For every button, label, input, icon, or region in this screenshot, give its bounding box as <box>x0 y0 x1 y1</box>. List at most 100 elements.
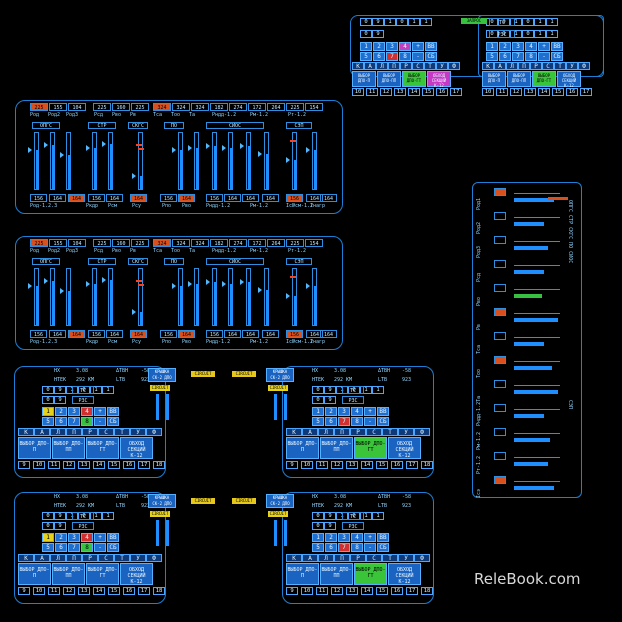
bottom-number[interactable]: 13 <box>78 461 90 469</box>
letter-key[interactable]: А <box>34 554 50 562</box>
letter-key[interactable]: С <box>98 428 114 436</box>
bottom-number[interactable]: 10 <box>33 461 45 469</box>
mode-button[interactable]: ВЫБОР ДПО-ГТ <box>86 563 119 585</box>
keypad-key[interactable]: + <box>94 407 106 416</box>
letter-key[interactable]: У <box>130 428 146 436</box>
keypad-key[interactable]: 8 <box>525 52 537 61</box>
keypad-key[interactable]: 4 <box>351 533 363 542</box>
letter-key[interactable]: Р <box>82 554 98 562</box>
bottom-number[interactable]: 18 <box>153 587 165 595</box>
keypad-key[interactable]: 6 <box>325 543 337 552</box>
bottom-number[interactable]: 16 <box>391 461 403 469</box>
keypad-key[interactable]: 1 <box>42 533 54 542</box>
keypad-key[interactable]: ВВ <box>377 533 389 542</box>
bottom-number[interactable]: 15 <box>108 587 120 595</box>
letter-key[interactable]: К <box>482 62 494 70</box>
mode-button[interactable]: ВЫБОР ДПО-ГТ <box>86 437 119 459</box>
bottom-number[interactable]: 15 <box>376 461 388 469</box>
keypad-key[interactable]: 3 <box>68 407 80 416</box>
keypad-key[interactable]: 2 <box>325 407 337 416</box>
letter-key[interactable]: Р <box>350 428 366 436</box>
keypad-key[interactable]: 6 <box>55 417 67 426</box>
keypad-key[interactable]: 5 <box>312 417 324 426</box>
bottom-number[interactable]: 9 <box>286 461 298 469</box>
keypad-key[interactable]: 1 <box>312 407 324 416</box>
keypad-key[interactable]: 6 <box>325 417 337 426</box>
keypad-key[interactable]: ВВ <box>107 533 119 542</box>
bottom-number[interactable]: 12 <box>510 88 522 96</box>
mode-button[interactable]: ВЫБОР ДПО-ГТ <box>354 437 387 459</box>
keypad-key[interactable]: + <box>538 42 550 51</box>
bottom-number[interactable]: 16 <box>436 88 448 96</box>
mode-button[interactable]: ОБХОД СЕКЦИЙ К-12 <box>427 71 451 88</box>
keypad-key[interactable]: 8 <box>351 543 363 552</box>
keypad-key[interactable]: 6 <box>499 52 511 61</box>
mode-button[interactable]: ВЫБОР ДПО-П <box>286 437 319 459</box>
keypad-key[interactable]: ВВ <box>425 42 437 51</box>
keypad-key[interactable]: 4 <box>525 42 537 51</box>
bottom-number[interactable]: 11 <box>316 461 328 469</box>
mode-button[interactable]: ВЫБОР ДПО-ПП <box>320 437 353 459</box>
keypad-key[interactable]: 5 <box>42 543 54 552</box>
bottom-number[interactable]: 10 <box>352 88 364 96</box>
keypad-key[interactable]: 2 <box>325 533 337 542</box>
bottom-number[interactable]: 9 <box>18 587 30 595</box>
mode-button[interactable]: ВЫБОР ДПО-ПП <box>320 563 353 585</box>
letter-key[interactable]: Р <box>82 428 98 436</box>
keypad-key[interactable]: 1 <box>42 407 54 416</box>
letter-key[interactable]: П <box>334 428 350 436</box>
mode-button[interactable]: ВЫБОР ДПО-ПП <box>52 563 85 585</box>
letter-key[interactable]: Р <box>400 62 412 70</box>
letter-key[interactable]: У <box>398 428 414 436</box>
keypad-key[interactable]: 4 <box>81 533 93 542</box>
keypad-key[interactable]: - <box>94 543 106 552</box>
letter-key[interactable]: С <box>366 428 382 436</box>
keypad-key[interactable]: 7 <box>386 52 398 61</box>
bottom-number[interactable]: 16 <box>123 461 135 469</box>
keypad-key[interactable]: 5 <box>360 52 372 61</box>
keypad-key[interactable]: + <box>94 533 106 542</box>
bottom-number[interactable]: 13 <box>346 587 358 595</box>
bottom-number[interactable]: 16 <box>123 587 135 595</box>
mode-button[interactable]: ВЫБОР ДПО-ГТ <box>532 71 556 87</box>
mode-button[interactable]: ОБХОД СЕКЦИЙ К-12 <box>120 437 153 459</box>
bottom-number[interactable]: 14 <box>361 587 373 595</box>
letter-key[interactable]: Ф <box>448 62 460 70</box>
letter-key[interactable]: П <box>388 62 400 70</box>
bottom-number[interactable]: 11 <box>316 587 328 595</box>
keypad-key[interactable]: 3 <box>512 42 524 51</box>
circuit-toggle[interactable]: CIRCUIT <box>191 498 215 504</box>
keypad-key[interactable]: 7 <box>338 543 350 552</box>
letter-key[interactable]: Л <box>376 62 388 70</box>
bottom-number[interactable]: 12 <box>380 88 392 96</box>
mode-button[interactable]: ОБХОД СЕКЦИЙ К-12 <box>388 563 421 585</box>
letter-key[interactable]: Т <box>382 428 398 436</box>
bottom-number[interactable]: 18 <box>421 587 433 595</box>
letter-key[interactable]: Т <box>114 428 130 436</box>
letter-key[interactable]: А <box>494 62 506 70</box>
keypad-key[interactable]: ВВ <box>551 42 563 51</box>
keypad-key[interactable]: 2 <box>55 533 67 542</box>
letter-key[interactable]: Л <box>506 62 518 70</box>
keypad-key[interactable]: 8 <box>351 417 363 426</box>
bottom-number[interactable]: 10 <box>301 461 313 469</box>
keypad-key[interactable]: ВВ <box>107 407 119 416</box>
bottom-number[interactable]: 10 <box>33 587 45 595</box>
keypad-key[interactable]: 8 <box>399 52 411 61</box>
keypad-key[interactable]: 7 <box>512 52 524 61</box>
letter-key[interactable]: К <box>286 554 302 562</box>
keypad-key[interactable]: - <box>538 52 550 61</box>
mode-button[interactable]: ВЫБОР ДПО-П <box>286 563 319 585</box>
letter-key[interactable]: Ф <box>414 428 430 436</box>
keypad-key[interactable]: 3 <box>386 42 398 51</box>
keypad-key[interactable]: 7 <box>68 417 80 426</box>
bottom-number[interactable]: 11 <box>496 88 508 96</box>
keypad-key[interactable]: 4 <box>351 407 363 416</box>
keypad-key[interactable]: - <box>364 543 376 552</box>
mode-button[interactable]: ОБХОД СЕКЦИЙ К-12 <box>388 437 421 459</box>
keypad-key[interactable]: 1 <box>486 42 498 51</box>
letter-key[interactable]: Ф <box>578 62 590 70</box>
keypad-key[interactable]: СБ <box>377 417 389 426</box>
keypad-key[interactable]: 6 <box>55 543 67 552</box>
letter-key[interactable]: С <box>366 554 382 562</box>
